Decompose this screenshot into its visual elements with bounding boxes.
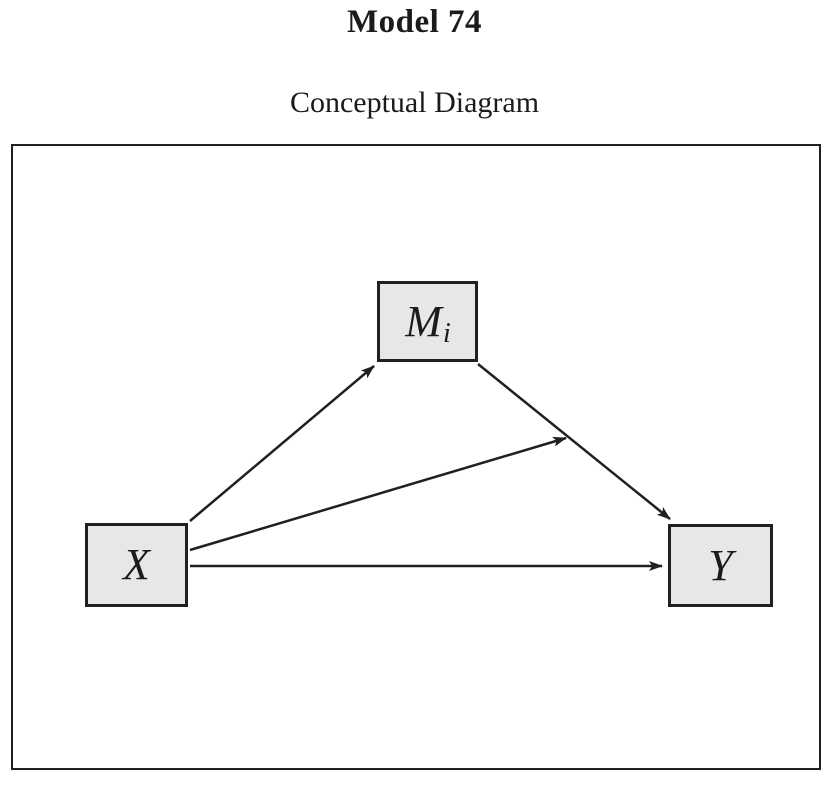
node-m-subscript: i	[442, 317, 451, 349]
node-m-label: M	[405, 296, 442, 346]
diagram-subtitle: Conceptual Diagram	[289, 86, 540, 119]
model-title: Model 74	[346, 4, 483, 40]
node-x-label: X	[123, 540, 150, 589]
diagram-frame	[11, 144, 821, 770]
node-y: Y	[668, 524, 773, 607]
node-x: X	[85, 523, 188, 607]
node-y-label: Y	[708, 540, 733, 590]
